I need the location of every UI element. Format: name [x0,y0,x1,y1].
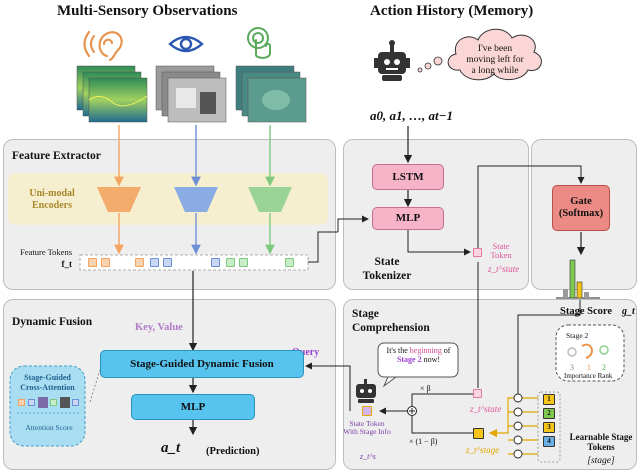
vision-token-2 [163,258,172,267]
stage-token-info-label: State Token With Stage Info [343,419,391,437]
small-robot-icon [356,379,376,403]
lstm-box: LSTM [372,164,444,190]
feature-token-bar [79,254,309,271]
vision-frames [155,65,227,123]
z-state-label: z_t^state [470,404,502,414]
stage-score-label: Stage Score [560,306,613,317]
speech-highlight-stage: Stage 2 [396,355,422,365]
tactile-token-1 [226,258,235,267]
tokenizer-mlp-box: MLP [372,207,444,230]
history-heading: Action History (Memory) [370,3,534,19]
stage-2-box [555,324,625,382]
speech-part-3: now! [421,355,441,365]
thought-text: I've been moving left for a long while [466,44,524,76]
fusion-mlp-box: MLP [131,394,255,420]
audio-token-3 [135,258,144,267]
observations-heading: Multi-Sensory Observations [57,3,238,19]
beta-label: × β [420,384,431,393]
rank-2: 1 [587,363,591,372]
stage-2-box-title: Stage 2 [566,331,589,340]
prediction-symbol: a_t [161,440,181,456]
robot-icon [374,40,410,81]
stage-token-info-symbol: z_t^s [360,452,376,461]
learnable-tokens-symbol: [stage] [587,456,615,466]
attention-score-label: Attention Score [25,423,73,432]
rank-1: 3 [570,363,574,372]
state-token [473,248,482,257]
attention-matrix [18,397,80,409]
audio-token-2 [101,258,110,267]
speech-highlight-beginning: beginning [409,346,442,355]
stage-token-3: 3 [543,422,555,433]
audio-token-1 [88,258,97,267]
touch-icon [247,27,271,59]
stage-token-1: 1 [543,394,555,405]
prediction-label: (Prediction) [206,446,260,457]
tactile-token-2 [239,258,248,267]
rank-3: 2 [602,363,606,372]
sgdf-box: Stage-Guided Dynamic Fusion [100,350,304,378]
feature-extractor-title: Feature Extractor [12,150,101,162]
state-tokenizer-title: State Tokenizer [362,256,412,282]
stage-2-modality-icons [567,343,609,359]
tactile-encoder [248,187,292,212]
vision-token-1 [150,258,159,267]
action-sequence: a0, a1, …, at−1 [370,108,453,123]
state-token-label: State Token [490,241,512,261]
learnable-tokens-label: Learnable Stage Tokens [569,432,633,453]
query-label: Query [292,347,320,358]
z-stage-label: z_t^stage [466,445,500,455]
stage-token-4: 4 [543,436,555,447]
importance-rank-label: Importance Rank [564,372,613,380]
speech-bubble [377,342,459,388]
dynamic-fusion-title: Dynamic Fusion [12,316,93,328]
stage-token-2: 2 [543,408,555,419]
speech-part-2: of [441,346,451,355]
feature-tokens-symbol: f_t [61,259,73,269]
audio-spectrogram [76,65,148,123]
eye-icon [168,35,204,53]
audio-encoder [97,187,141,212]
vision-encoder [174,187,218,212]
state-token-symbol: z_t^state [488,264,520,274]
key-value-label: Key, Value [135,322,183,333]
tactile-frames [235,65,307,123]
stage-score-symbol: g_t [622,306,635,317]
z-stage-token [473,428,484,439]
gate-box: Gate (Softmax) [552,185,610,231]
stage-token-with-info [362,406,372,416]
z-state-token [473,389,482,398]
tactile-token-3 [285,258,294,267]
speech-part-1: It's the [386,346,410,355]
cross-attention-label: Stage-Guided Cross-Attention [20,373,75,392]
speech-text: It's the beginning of Stage 2 now! [381,346,456,364]
stage-comprehension-title: Stage Comprehension [352,308,430,334]
encoders-label: Uni-modal Encoders [29,188,75,211]
one-minus-beta-label: × (1 − β) [409,437,438,446]
stage-score-bars [556,259,600,299]
feature-tokens-label: Feature Tokens [20,247,72,257]
thought-cloud-icon [417,28,542,81]
ear-icon [83,30,123,62]
vision-token-3 [211,258,220,267]
